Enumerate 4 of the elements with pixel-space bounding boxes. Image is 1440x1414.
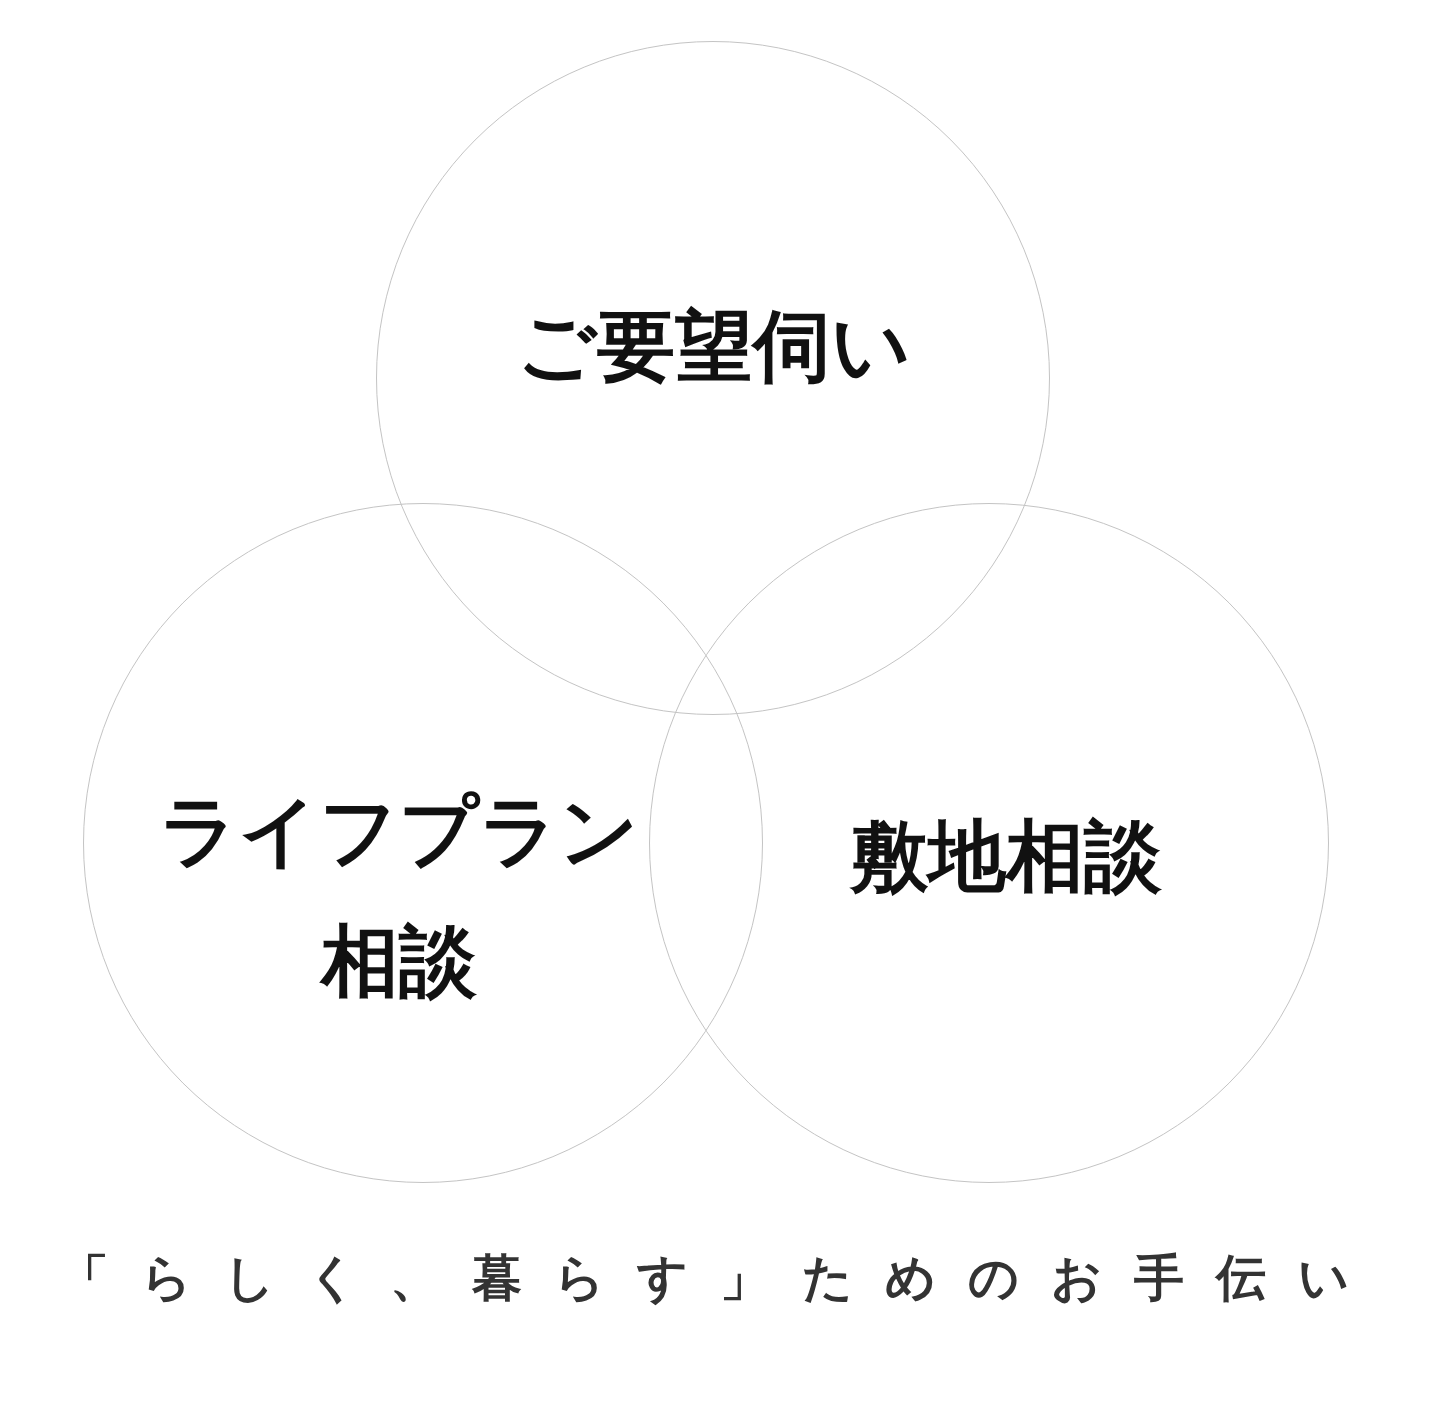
caption: 「らしく、暮らす」ためのお手伝い (58, 1248, 1382, 1309)
circle-label: 敷地相談 (848, 810, 1163, 903)
circle-label: ご要望伺い (516, 300, 912, 393)
circle-label: ライフプラン相談 (158, 785, 640, 1008)
